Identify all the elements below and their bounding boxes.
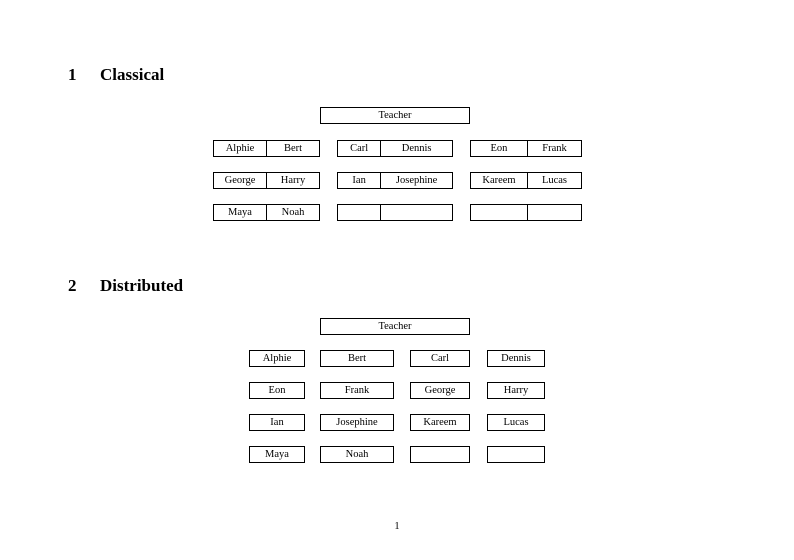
classical-teacher-box: Teacher: [320, 107, 470, 124]
student-cell: Bert: [283, 143, 303, 154]
student-cell: George: [214, 173, 267, 188]
classical-group-middle-row-1: Carl Dennis: [337, 140, 453, 157]
student-box-empty: [487, 446, 545, 463]
student-cell: Frank: [542, 143, 567, 154]
student-box: Ian: [249, 414, 305, 431]
student-box: Bert: [320, 350, 394, 367]
student-cell: Maya: [214, 205, 267, 220]
student-box: Noah: [320, 446, 394, 463]
student-box: Dennis: [487, 350, 545, 367]
distributed-teacher-box: Teacher: [320, 318, 470, 335]
classical-group-left-row-2: George Harry: [213, 172, 320, 189]
student-box: George: [410, 382, 470, 399]
student-cell: Kareem: [471, 173, 528, 188]
student-cell-empty: [471, 205, 528, 220]
student-box: Harry: [487, 382, 545, 399]
student-cell: Ian: [338, 173, 382, 188]
classical-group-left-row-3: Maya Noah: [213, 204, 320, 221]
classical-group-right-row-1: Eon Frank: [470, 140, 582, 157]
student-box: Maya: [249, 446, 305, 463]
section-title: Distributed: [100, 276, 184, 295]
student-box: Josephine: [320, 414, 394, 431]
student-box: Kareem: [410, 414, 470, 431]
student-cell: Carl: [338, 141, 382, 156]
classical-group-middle-row-2: Ian Josephine: [337, 172, 453, 189]
classical-group-right-row-2: Kareem Lucas: [470, 172, 582, 189]
page-number: 1: [394, 521, 400, 532]
student-cell: Josephine: [395, 175, 438, 186]
student-box: Alphie: [249, 350, 305, 367]
section-heading-distributed: 2 Distributed: [68, 277, 183, 294]
student-cell: Harry: [280, 175, 306, 186]
student-cell: Dennis: [401, 143, 432, 154]
student-cell: Lucas: [541, 175, 568, 186]
section-number: 1: [68, 65, 77, 84]
student-box: Lucas: [487, 414, 545, 431]
classical-group-middle-row-3-empty: [337, 204, 453, 221]
student-cell-empty: [528, 205, 581, 220]
section-heading-classical: 1 Classical: [68, 66, 164, 83]
student-cell: Alphie: [214, 141, 267, 156]
student-cell-empty: [381, 205, 452, 220]
student-cell: Noah: [281, 207, 305, 218]
section-title: Classical: [100, 65, 165, 84]
student-box: Carl: [410, 350, 470, 367]
student-box: Frank: [320, 382, 394, 399]
classical-group-right-row-3-empty: [470, 204, 582, 221]
classical-group-left-row-1: Alphie Bert: [213, 140, 320, 157]
student-box-empty: [410, 446, 470, 463]
student-cell-empty: [338, 205, 382, 220]
student-box: Eon: [249, 382, 305, 399]
section-number: 2: [68, 276, 77, 295]
student-cell: Eon: [471, 141, 528, 156]
